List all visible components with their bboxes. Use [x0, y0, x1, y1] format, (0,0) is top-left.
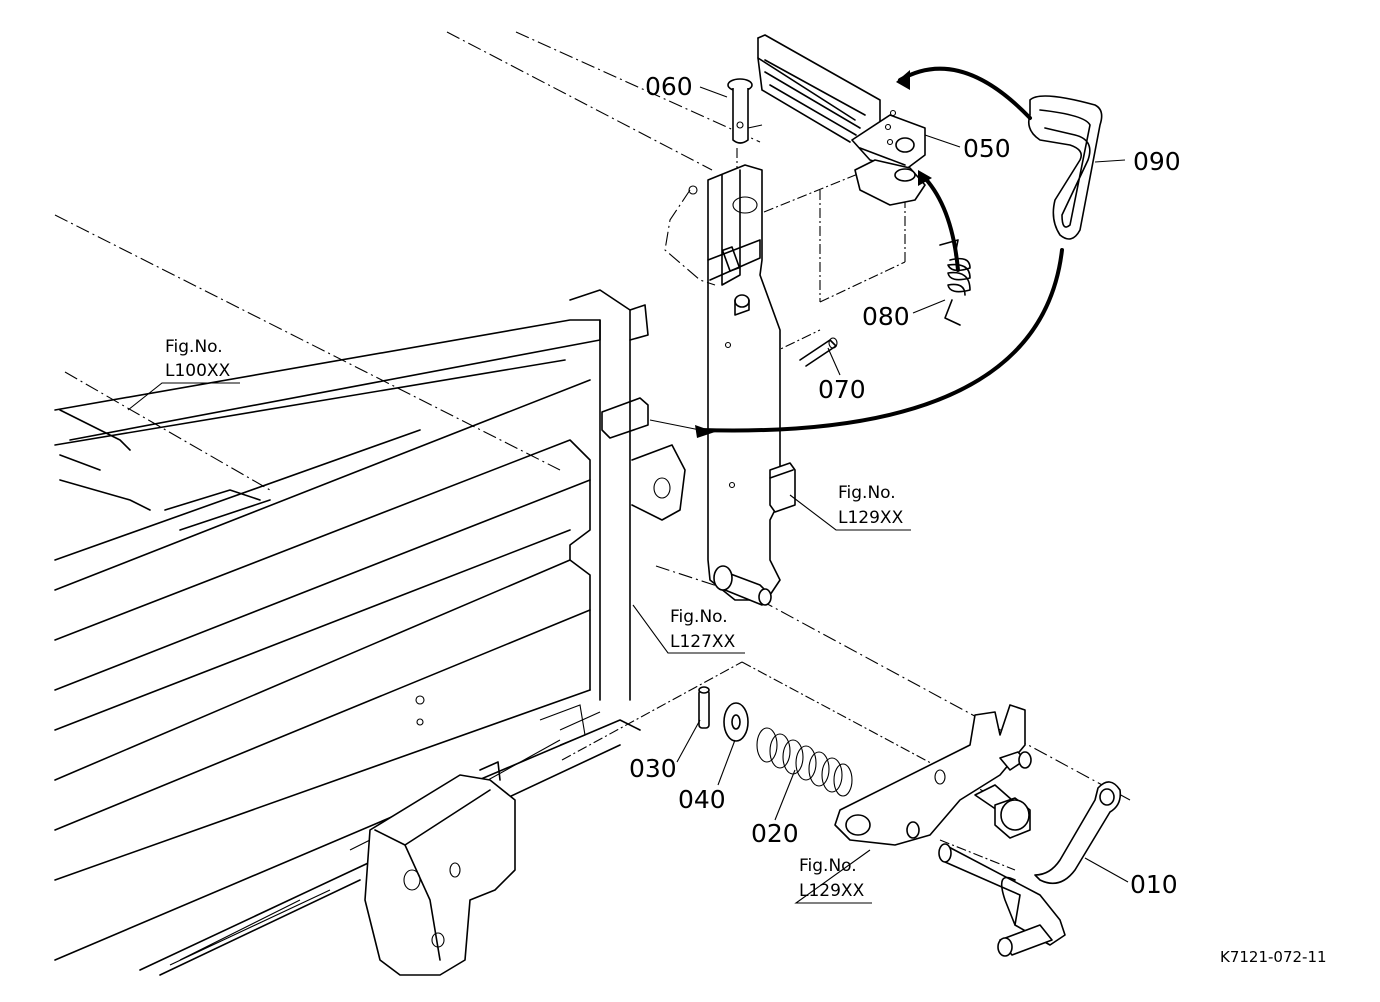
part-070-cotter	[799, 337, 838, 367]
part-030-pin	[698, 686, 710, 729]
part-labels: 010 020 030 040 050 060 070 080 090	[629, 72, 1181, 899]
part-label-090: 090	[1133, 147, 1181, 176]
part-label-040: 040	[678, 785, 726, 814]
part-label-050: 050	[963, 134, 1011, 163]
part-020-spring	[756, 727, 853, 797]
drawing-code: K7121-072-11	[1220, 948, 1327, 966]
fig-ref-3-line1: Fig.No.	[670, 607, 728, 627]
part-label-080: 080	[862, 302, 910, 331]
fig-ref-2-line2: L129XX	[838, 508, 904, 528]
leader-lines	[127, 86, 1129, 904]
fig-ref-4-line1: Fig.No.	[799, 856, 857, 876]
part-040-washer	[723, 702, 749, 742]
part-label-060: 060	[645, 72, 693, 101]
part-label-010: 010	[1130, 870, 1178, 899]
assembly-arrows	[649, 66, 1064, 438]
top-rail	[757, 34, 881, 143]
part-090-handle	[1027, 95, 1103, 240]
part-050-latch	[851, 109, 926, 206]
fig-ref-1-line2: L100XX	[165, 361, 231, 381]
fig-ref-labels: Fig.No. L100XX Fig.No. L129XX Fig.No. L1…	[165, 337, 904, 901]
fig-ref-4-line2: L129XX	[799, 881, 865, 901]
fig-ref-2-line1: Fig.No.	[838, 483, 896, 503]
part-060-pin	[727, 78, 763, 144]
part-label-030: 030	[629, 754, 677, 783]
deck-body	[54, 289, 686, 976]
fig-ref-3-line2: L127XX	[670, 632, 736, 652]
part-010-lever	[938, 781, 1122, 957]
part-label-070: 070	[818, 375, 866, 404]
fig-ref-1-line1: Fig.No.	[165, 337, 223, 357]
upright-bracket	[664, 164, 796, 606]
part-label-020: 020	[751, 819, 799, 848]
lower-latch-plate	[834, 704, 1032, 846]
